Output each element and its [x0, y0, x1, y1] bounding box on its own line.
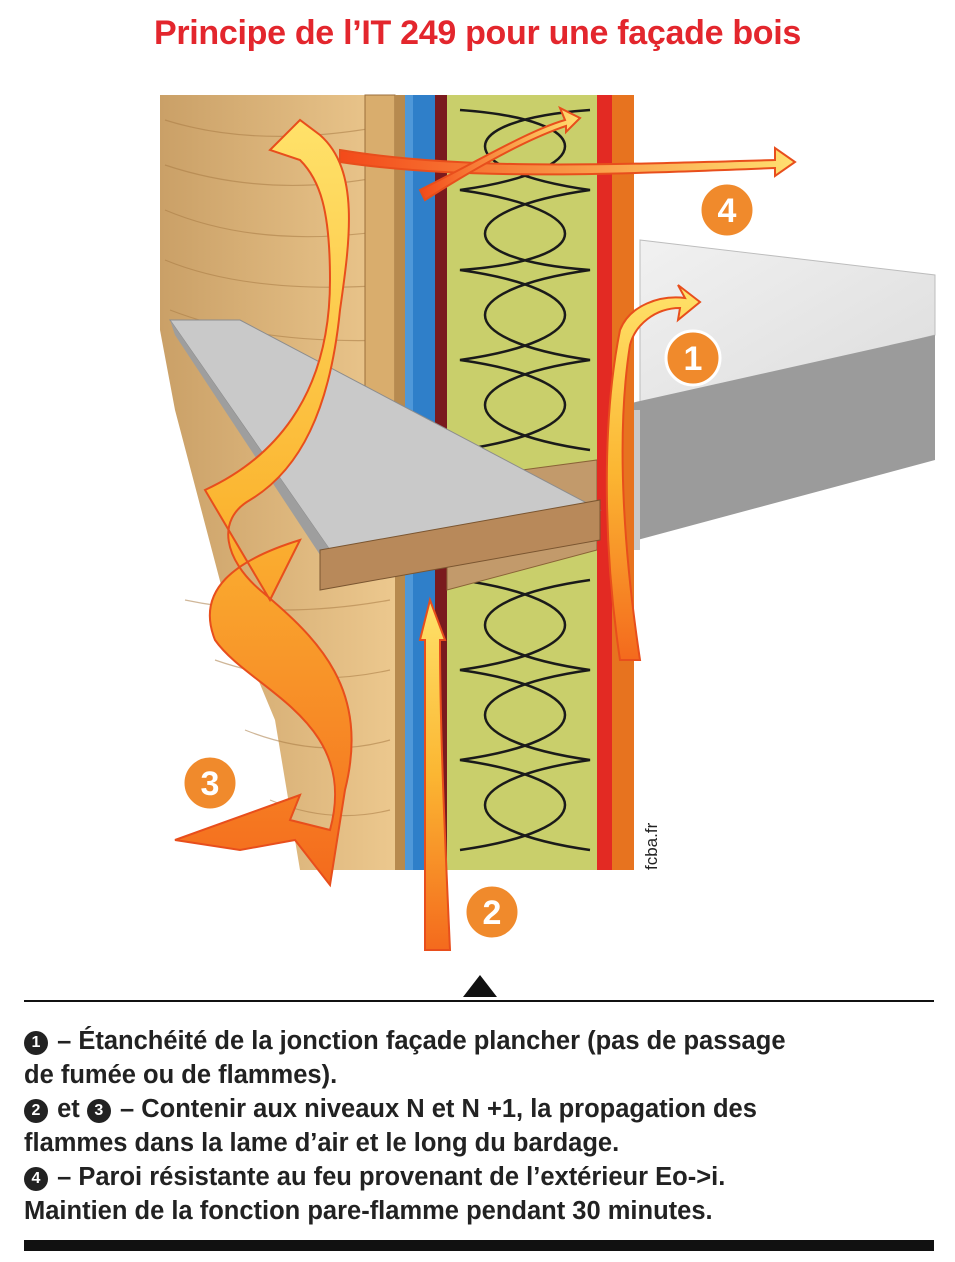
- legend-item-4: 4 – Paroi résistante au feu provenant de…: [24, 1163, 726, 1225]
- pointer-triangle-icon: [463, 975, 497, 997]
- marker-4: 4: [698, 181, 756, 239]
- svg-text:3: 3: [201, 765, 220, 803]
- legend-item-1: 1 – Étanchéité de la jonction façade pla…: [24, 1027, 786, 1089]
- number-badge: 1: [24, 1031, 48, 1055]
- legend-item-2-3: 2 et 3 – Contenir aux niveaux N et N +1,…: [24, 1095, 757, 1157]
- marker-1: 1: [664, 329, 722, 387]
- number-badge: 2: [24, 1099, 48, 1123]
- legend: 1 – Étanchéité de la jonction façade pla…: [24, 1024, 934, 1228]
- facade-diagram: 1 2 3 4 fcba.fr: [160, 94, 936, 951]
- credit-label: fcba.fr: [642, 822, 661, 870]
- divider: [24, 1000, 934, 1002]
- svg-text:4: 4: [718, 192, 737, 230]
- marker-3: 3: [181, 754, 239, 812]
- number-badge: 4: [24, 1167, 48, 1191]
- page-title: Principe de l’IT 249 pour une façade boi…: [153, 14, 802, 52]
- bottom-bar: [24, 1240, 934, 1251]
- flame-arrow-2: [418, 596, 452, 951]
- floor-slab: [600, 239, 936, 550]
- flashing: [169, 319, 602, 591]
- svg-text:1: 1: [684, 340, 703, 378]
- number-badge: 3: [86, 1099, 111, 1123]
- flame-arrow-1: [605, 284, 702, 661]
- fire-barrier: [597, 95, 612, 870]
- flame-arrow-3: [174, 118, 353, 888]
- svg-text:2: 2: [483, 894, 502, 932]
- marker-2: 2: [463, 883, 521, 941]
